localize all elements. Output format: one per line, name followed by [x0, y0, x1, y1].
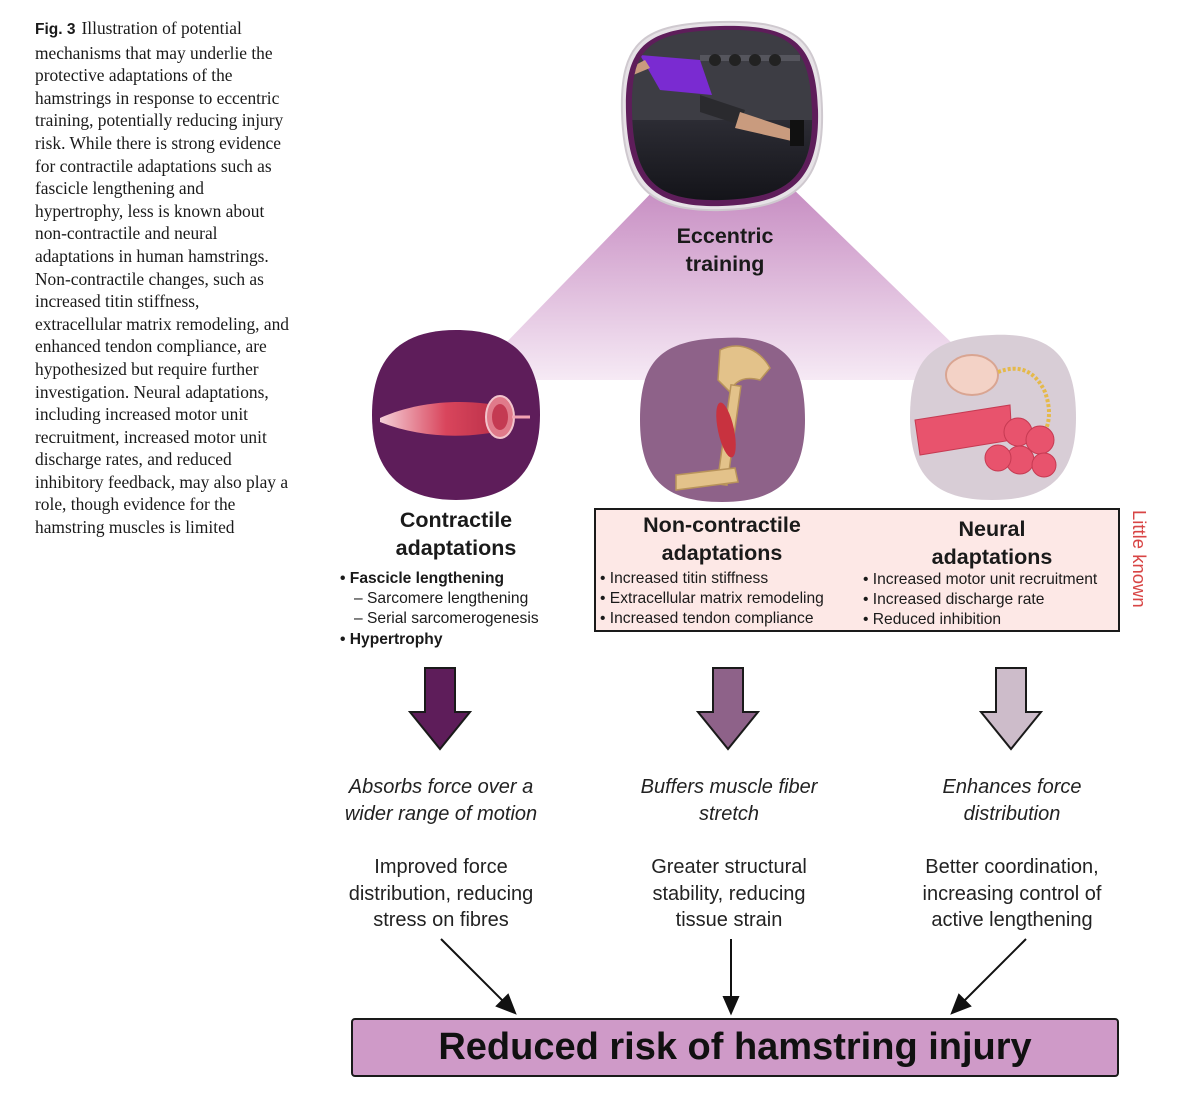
arrow-non-contractile	[695, 667, 761, 751]
list-item: – Sarcomere lengthening	[354, 590, 529, 608]
list-item: • Increased titin stiffness	[600, 570, 769, 587]
non-contractile-illustration	[640, 337, 805, 502]
eccentric-training-photo	[620, 20, 824, 212]
contractile-list: • Fascicle lengthening – Sarcomere lengt…	[340, 569, 539, 650]
arrow-neural	[978, 667, 1044, 751]
contractile-effect: Absorbs force over a wider range of moti…	[344, 776, 538, 825]
eccentric-training-triangle	[470, 120, 990, 380]
non-contractile-effect: Buffers muscle fiber stretch	[640, 776, 818, 825]
outcome-box: Reduced risk of hamstring injury	[351, 1018, 1119, 1077]
arrowhead-neural	[950, 993, 972, 1015]
caption-text: Illustration of potential mechanisms tha…	[35, 18, 289, 538]
contractile-illustration	[372, 330, 540, 500]
list-item: • Increased motor unit recruitment	[863, 571, 1098, 588]
non-contractile-result: Greater structural stability, reducing t…	[651, 856, 807, 931]
non-contractile-list: • Increased titin stiffness • Extracellu…	[600, 569, 824, 630]
little-known-label: Little known	[1129, 510, 1150, 608]
contractile-title: Contractile adaptations	[395, 508, 517, 560]
little-known-label-wrap: Little known	[1128, 510, 1152, 630]
list-item: • Hypertrophy	[340, 630, 443, 648]
eccentric-training-label: Eccentric training	[676, 224, 774, 276]
neural-title: Neural adaptations	[931, 517, 1053, 569]
arrow-contractile	[407, 667, 473, 751]
figure-label: Fig. 3	[35, 21, 76, 38]
arrow-neural-to-outcome	[956, 938, 1027, 1009]
adaptation-arrows	[407, 667, 1044, 751]
contractile-result: Improved force distribution, reducing st…	[348, 856, 534, 931]
list-item: • Reduced inhibition	[863, 611, 1002, 629]
neural-effect: Enhances force distribution	[942, 776, 1082, 825]
arrowhead-noncontractile	[722, 996, 740, 1016]
neural-list: • Increased motor unit recruitment • Inc…	[863, 570, 1097, 631]
outcome-arrows	[440, 938, 1027, 1016]
list-item: • Increased discharge rate	[863, 591, 1045, 609]
neural-result: Better coordination, increasing control …	[922, 856, 1102, 931]
non-contractile-title: Non-contractile adaptations	[643, 513, 801, 565]
neural-illustration	[910, 334, 1076, 500]
arrow-contractile-to-outcome	[440, 938, 511, 1009]
arrowhead-contractile	[495, 993, 517, 1015]
list-item: – Serial sarcomerogenesis	[354, 610, 539, 628]
list-item: • Increased tendon compliance	[600, 610, 814, 628]
list-item: • Extracellular matrix remodeling	[600, 590, 824, 608]
list-item: • Fascicle lengthening	[340, 570, 505, 587]
little-known-box	[594, 508, 1120, 632]
